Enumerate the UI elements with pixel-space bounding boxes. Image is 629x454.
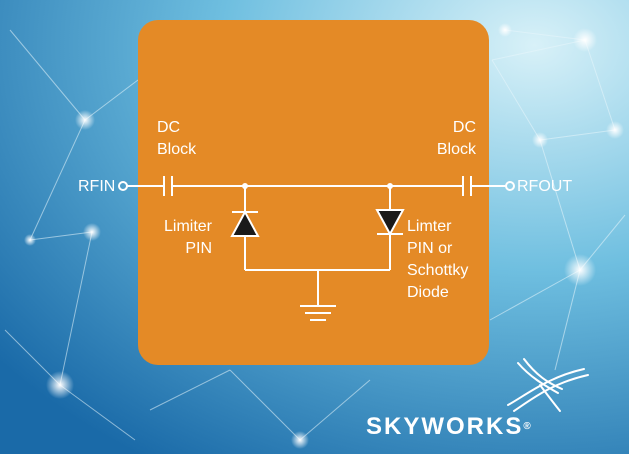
right-dc-block-label: DC Block — [436, 119, 476, 158]
registered-mark: ® — [523, 421, 531, 432]
rfout-label: RFOUT — [517, 178, 573, 195]
rfout-terminal — [505, 181, 515, 191]
right-diode-label: Limter PIN or Schottky Diode — [407, 218, 469, 301]
junction-dot-left — [242, 183, 248, 189]
rfin-terminal — [118, 181, 128, 191]
junction-dot-right — [387, 183, 393, 189]
rfin-label: RFIN — [78, 178, 116, 195]
skyworks-brand-name: SKYWORKS® — [366, 413, 531, 440]
left-diode-label: Limiter PIN — [163, 218, 212, 257]
circuit-panel — [138, 20, 489, 365]
left-limiter-pin-diode-icon — [230, 209, 260, 237]
left-dc-block-label: DC Block — [157, 119, 197, 158]
skyworks-logo-icon — [507, 358, 589, 412]
right-limiter-diode-icon — [375, 209, 405, 237]
